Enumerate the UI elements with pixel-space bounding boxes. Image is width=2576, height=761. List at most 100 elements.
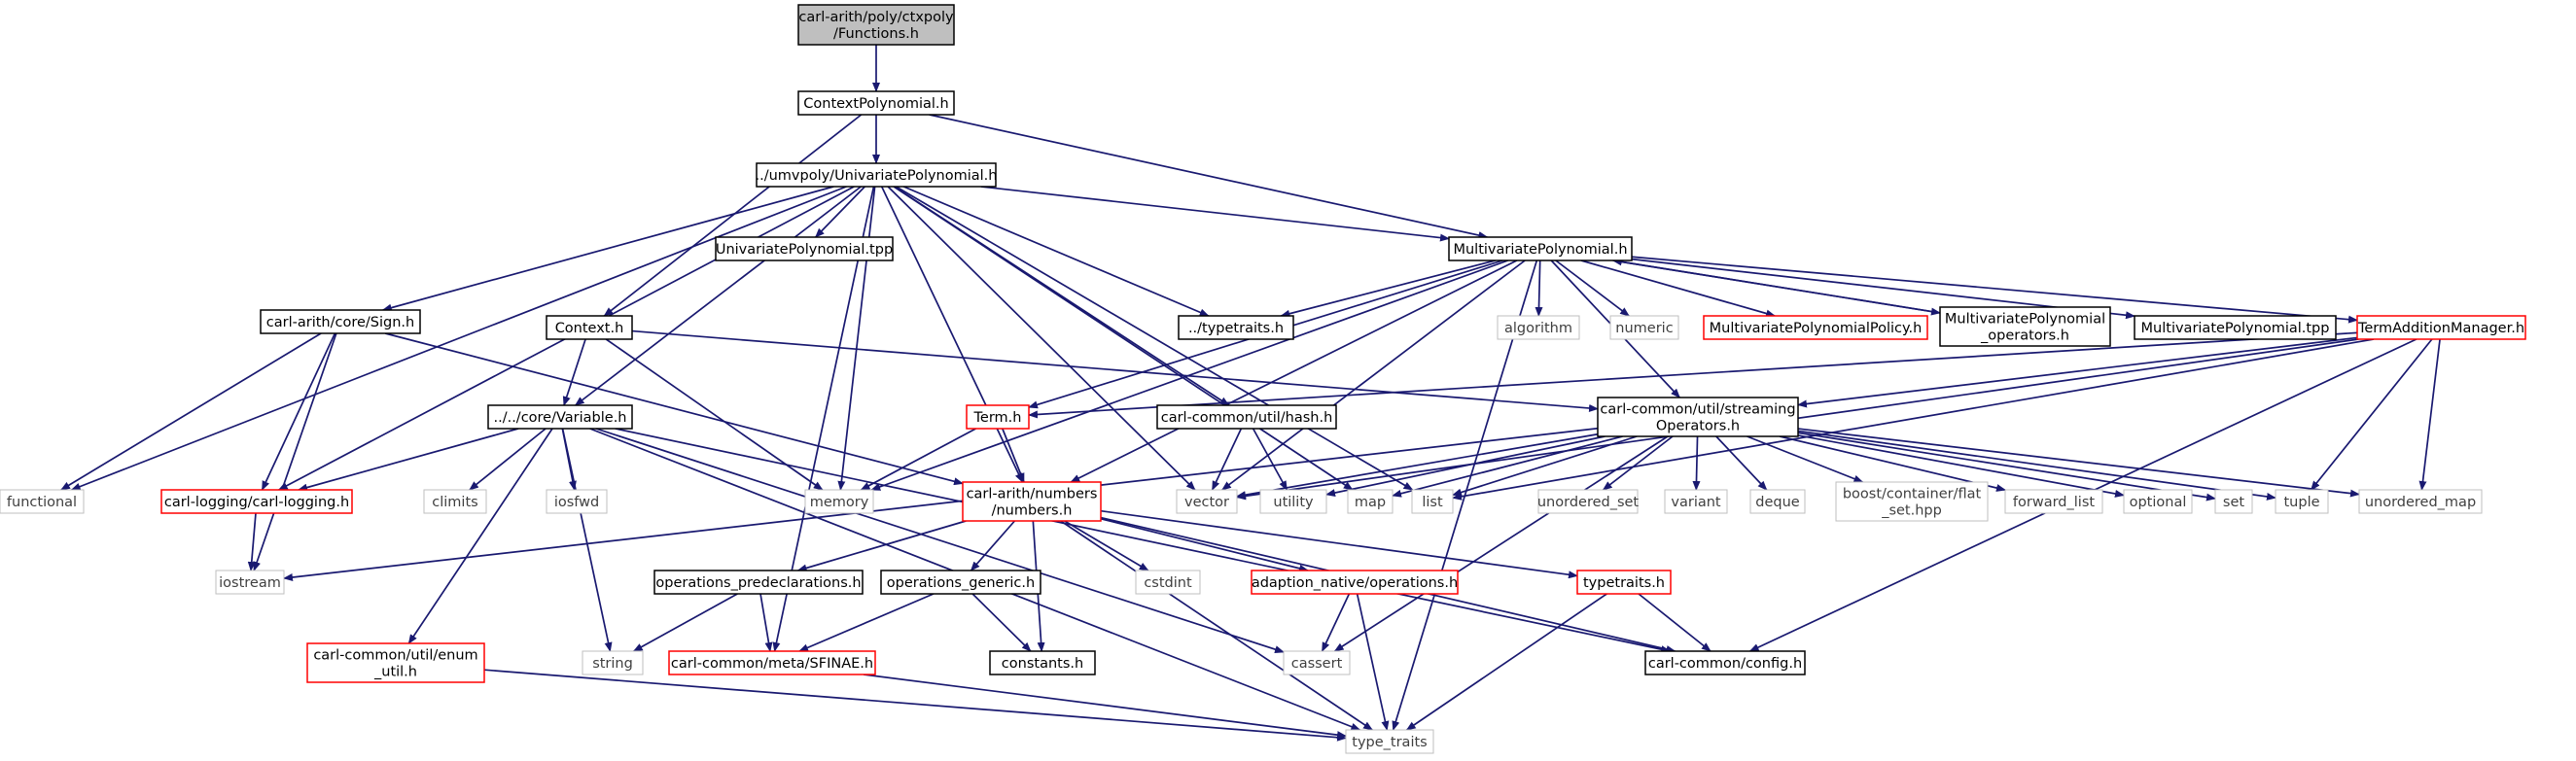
edge-univar-to-variable <box>574 186 862 406</box>
node-adaption[interactable]: adaption_native/operations.h <box>1251 570 1459 595</box>
node-box <box>756 162 997 188</box>
node-label: ContextPolynomial.h <box>803 96 948 112</box>
node-label: operations_predeclarations.h <box>655 575 861 591</box>
edge-ctxpoly-to-context <box>603 114 863 317</box>
edge-numbers-to-typetraits_h <box>1100 509 1578 579</box>
node-hash[interactable]: carl-common/util/hash.h <box>1156 404 1337 430</box>
edge-streaming-to-utility <box>1325 435 1606 497</box>
node-list: list <box>1411 489 1454 514</box>
node-label: ../umvpoly/UnivariatePolynomial.h <box>756 168 998 184</box>
node-termadd[interactable]: TermAdditionManager.h <box>2356 315 2526 340</box>
node-box <box>1259 489 1327 514</box>
node-constants[interactable]: constants.h <box>989 650 1096 675</box>
node-box <box>1251 570 1459 595</box>
edge-variable-to-string <box>561 428 613 652</box>
node-univar[interactable]: ../umvpoly/UnivariatePolynomial.h <box>756 162 998 188</box>
node-box <box>1537 489 1639 514</box>
node-label: carl-logging/carl-logging.h <box>164 495 349 510</box>
edge-sign-to-logging <box>261 332 336 491</box>
edge-termadd-to-tuple <box>2310 338 2433 491</box>
node-algorithm: algorithm <box>1497 315 1580 340</box>
node-label: ../typetraits.h <box>1188 321 1284 336</box>
node-label: typetraits.h <box>1583 575 1665 591</box>
node-sfinae[interactable]: carl-common/meta/SFINAE.h <box>668 650 876 675</box>
node-label: _operators.h <box>1980 329 2069 344</box>
node-optional: optional <box>2123 489 2193 514</box>
node-cstdint: cstdint <box>1135 570 1201 595</box>
node-box <box>1156 404 1337 430</box>
node-label: tuple <box>2283 495 2319 510</box>
edge-term-to-numbers <box>1002 428 1025 483</box>
node-config[interactable]: carl-common/config.h <box>1644 650 1806 675</box>
edge-context-to-streaming <box>631 329 1599 412</box>
node-iosfwd: iosfwd <box>546 489 608 514</box>
node-box <box>1749 489 1806 514</box>
edge-univar-to-sign <box>381 186 834 312</box>
node-variant: variant <box>1664 489 1728 514</box>
node-variable[interactable]: ../../core/Variable.h <box>487 404 633 430</box>
node-tuple: tuple <box>2275 489 2329 514</box>
node-box <box>1576 570 1672 595</box>
node-iostream: iostream <box>215 570 285 595</box>
node-box <box>160 489 353 514</box>
node-box <box>423 489 487 514</box>
node-box <box>1644 650 1806 675</box>
node-typetraits-rel[interactable]: ../typetraits.h <box>1178 315 1294 340</box>
node-box <box>2214 489 2253 514</box>
node-box <box>668 650 876 675</box>
node-label: _set.hpp <box>1881 503 1942 519</box>
node-univar-tpp[interactable]: UnivariatePolynomial.tpp <box>715 236 894 261</box>
node-box <box>546 315 633 340</box>
node-box <box>0 489 85 514</box>
node-mvp-policy[interactable]: MultivariatePolynomialPolicy.h <box>1703 315 1928 340</box>
node-ops-generic[interactable]: operations_generic.h <box>880 570 1041 595</box>
node-label: carl-common/util/streaming <box>1600 402 1795 418</box>
edge-mvp_ops-to-multivar <box>1611 258 1941 314</box>
node-ops-predecl[interactable]: operations_predeclarations.h <box>653 570 864 595</box>
node-unordered-set: unordered_set <box>1537 489 1639 514</box>
node-enum-util[interactable]: carl-common/util/enum_util.h <box>306 642 485 683</box>
edge-streaming-to-map <box>1392 435 1623 498</box>
node-ctxpoly[interactable]: ContextPolynomial.h <box>797 90 955 116</box>
edge-variable-to-climits <box>469 428 547 491</box>
edge-variable-to-config <box>615 428 1672 654</box>
node-mvp-ops[interactable]: MultivariatePolynomial_operators.h <box>1939 306 2111 347</box>
edge-typetraits_h-to-type_traits <box>1405 593 1607 731</box>
edge-termadd-to-streaming <box>1797 336 2358 408</box>
node-numbers[interactable]: carl-arith/numbers/numbers.h <box>962 481 1102 522</box>
node-label: carl-common/util/enum <box>313 648 477 664</box>
node-unordered-map: unordered_map <box>2358 489 2483 514</box>
node-climits: climits <box>423 489 487 514</box>
edge-sfinae-to-type_traits <box>863 674 1347 740</box>
node-sign[interactable]: carl-arith/core/Sign.h <box>260 309 421 334</box>
node-label: /Functions.h <box>833 26 919 42</box>
node-functions[interactable]: carl-arith/poly/ctxpoly/Functions.h <box>797 4 955 46</box>
node-box <box>1835 481 1989 522</box>
node-label: operations_generic.h <box>887 575 1035 591</box>
node-context[interactable]: Context.h <box>546 315 633 340</box>
node-box <box>797 90 955 116</box>
node-typetraits-h[interactable]: typetraits.h <box>1576 570 1672 595</box>
node-box <box>966 404 1030 430</box>
node-label: UnivariatePolynomial.tpp <box>716 242 893 258</box>
node-box <box>582 650 644 675</box>
node-box <box>2356 315 2526 340</box>
edge-univar-to-functional <box>70 186 847 491</box>
node-box <box>306 642 485 683</box>
node-vector: vector <box>1176 489 1238 514</box>
node-logging[interactable]: carl-logging/carl-logging.h <box>160 489 353 514</box>
node-term[interactable]: Term.h <box>966 404 1030 430</box>
node-label: deque <box>1755 495 1800 510</box>
node-label: iosfwd <box>554 495 599 510</box>
node-multivar[interactable]: MultivariatePolynomial.h <box>1448 236 1633 261</box>
edge-streaming-to-iostream <box>283 427 1599 581</box>
edge-context-to-variable <box>562 338 586 406</box>
edge-univar-to-numbers <box>880 186 1024 483</box>
edge-streaming-to-optional <box>1797 434 2125 498</box>
edge-streaming-to-unordered_map <box>1797 428 2360 498</box>
node-box <box>989 650 1096 675</box>
node-mvp-tpp[interactable]: MultivariatePolynomial.tpp <box>2134 315 2337 340</box>
node-label: unordered_map <box>2365 495 2476 510</box>
node-label: carl-arith/poly/ctxpoly <box>798 10 954 25</box>
